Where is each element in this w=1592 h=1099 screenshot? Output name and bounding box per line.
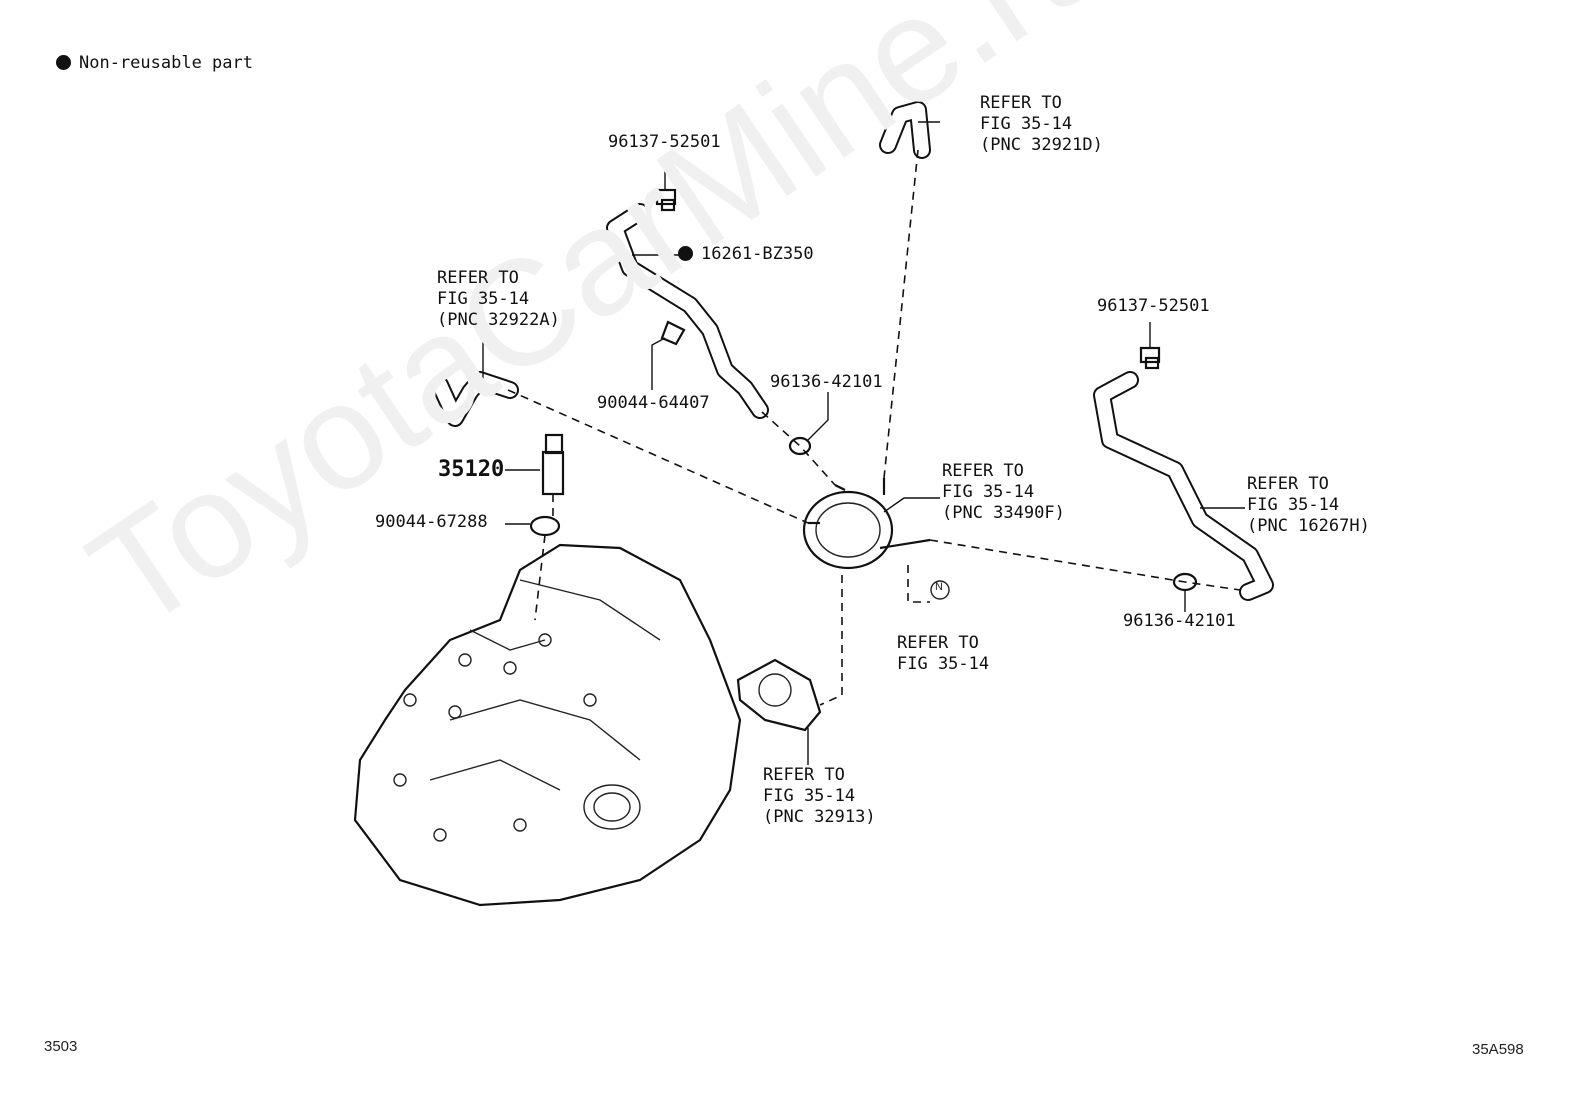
hose-top (879, 101, 931, 159)
label-refer-left: REFER TO FIG 35-14 (PNC 32922A) (437, 268, 560, 330)
label-refer-right: REFER TO FIG 35-14 (PNC 16267H) (1247, 474, 1370, 536)
clamp-mid-icon (660, 320, 686, 346)
label-clamp-small: 96136-42101 (770, 372, 883, 392)
label-hose-main: 16261-BZ350 (678, 244, 814, 265)
legend: Non-reusable part (56, 53, 253, 74)
n-marker-icon (930, 580, 950, 600)
clip-right-icon (1139, 346, 1161, 370)
label-clip-right: 96137-52501 (1097, 296, 1210, 316)
label-hose-main-text: 16261-BZ350 (701, 244, 814, 264)
label-refer-n: REFER TO FIG 35-14 (897, 633, 990, 674)
n-marker-letter: N (935, 581, 943, 593)
label-refer-top: REFER TO FIG 35-14 (PNC 32921D) (980, 93, 1103, 155)
clip-top-icon (655, 188, 677, 212)
clamp-67288-icon (529, 515, 561, 537)
label-part-35120: 35120 (438, 457, 505, 482)
hose-16261-BZ350 (606, 203, 769, 419)
clamp-small-icon (788, 436, 812, 456)
gasket-icon (736, 658, 822, 732)
transaxle-case-icon (353, 543, 742, 907)
label-clamp-mid: 90044-64407 (597, 393, 710, 413)
footer-left-code: 3503 (44, 1038, 78, 1055)
leader-lines (482, 121, 1245, 765)
label-clip-top: 96137-52501 (608, 132, 721, 152)
footer-right-code: 35A598 (1472, 1041, 1524, 1058)
non-reusable-dot-icon (56, 55, 71, 70)
label-clamp-right: 96136-42101 (1123, 611, 1236, 631)
label-refer-gasket: REFER TO FIG 35-14 (PNC 32913) (763, 765, 876, 827)
oil-cooler-icon (802, 478, 931, 570)
hose-left (431, 371, 519, 427)
sensor-35120-icon (541, 433, 565, 496)
dashed-connectors (507, 149, 1241, 706)
non-reusable-dot-icon (678, 246, 693, 261)
label-refer-cooler: REFER TO FIG 35-14 (PNC 33490F) (942, 461, 1065, 523)
hose-right (1093, 371, 1274, 601)
label-clamp-67288: 90044-67288 (375, 512, 488, 532)
legend-text: Non-reusable part (79, 53, 253, 73)
